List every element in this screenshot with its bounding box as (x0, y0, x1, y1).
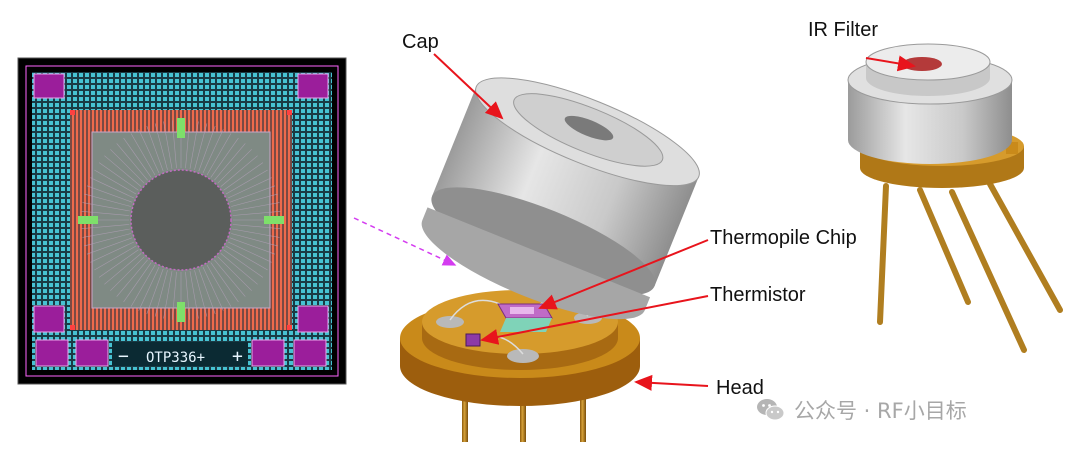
thermocouple-trace (90, 241, 135, 263)
thermocouple-trace (198, 125, 216, 172)
head-callout-arrow (634, 374, 709, 391)
thermocouple-trace (82, 228, 130, 238)
thermocouple-trace (229, 237, 276, 255)
thermocouple-trace (217, 149, 252, 184)
thermocouple-trace (84, 233, 131, 247)
chip-minus-sign: − (118, 346, 129, 367)
thermocouple-trace (172, 271, 177, 320)
thermocouple-trace (232, 202, 280, 212)
thermocouple-trace (214, 143, 246, 181)
thermocouple-trace (232, 211, 281, 216)
thermocouple-trace (123, 262, 152, 303)
thermocouple-trace (104, 253, 142, 285)
thermocouple-trace (81, 211, 130, 216)
thermocouple-trace (130, 264, 156, 307)
thermocouple-trace (223, 249, 264, 278)
thermocouple-trace (82, 202, 130, 212)
thermocouple-trace (232, 224, 281, 229)
thermocouple-trace (194, 270, 208, 317)
thermocouple-trace (110, 149, 145, 184)
thermistor-component (465, 333, 481, 347)
thermocouple-trace (130, 133, 156, 176)
thermocouple-trace (94, 169, 137, 195)
thermocouple-trace (223, 162, 264, 191)
thermocouple-trace (138, 129, 160, 174)
thermocouple-trace (198, 268, 216, 315)
cap-label: Cap (402, 31, 439, 53)
thermocouple-trace (98, 162, 139, 191)
assembled-sensor (847, 43, 1063, 353)
thermocouple-trace (116, 259, 148, 297)
thermistor-callout-arrow (480, 295, 709, 345)
thermocouple-trace (210, 262, 239, 303)
thermocouple-trace (206, 133, 232, 176)
wechat-icon (757, 399, 785, 421)
chip-marking: OTP336+ (146, 350, 205, 366)
thermopile-chip-callout-arrow (538, 239, 709, 310)
thermocouple-trace (94, 245, 137, 271)
thermocouple-trace (172, 120, 177, 169)
watermark: 公众号 · RF小目标 (756, 394, 967, 426)
thermocouple-trace (86, 185, 133, 203)
watermark-text: 公众号 · RF小目标 (794, 399, 967, 423)
ir-filter-label: IR Filter (808, 19, 878, 41)
thermocouple-trace (206, 264, 232, 307)
thermocouple-trace (231, 233, 278, 247)
thermocouple-trace (227, 241, 272, 263)
thermocouple-trace (225, 245, 268, 271)
thermocouple-trace (189, 271, 199, 319)
thermocouple-trace (220, 253, 258, 285)
thermocouple-trace (163, 271, 173, 319)
thermocouple-trace (104, 155, 142, 187)
thermocouple-trace (84, 193, 131, 207)
thermocouple-trace (86, 237, 133, 255)
thermocouple-trace (214, 259, 246, 297)
thermocouple-trace (163, 121, 173, 169)
thermocouple-trace (227, 177, 272, 199)
thermopile-chip-label: Thermopile Chip (710, 227, 857, 249)
thermocouple-trace (202, 266, 224, 311)
thermocouple-trace (194, 123, 208, 170)
thermocouple-trace (98, 249, 139, 278)
to-can-cap (421, 77, 700, 320)
thermocouple-trace (185, 271, 190, 320)
thermocouple-trace (202, 129, 224, 174)
thermocouple-trace (123, 137, 152, 178)
ir-filter-callout-arrow (865, 55, 916, 72)
thermocouple-trace (232, 228, 280, 238)
thermocouple-trace (110, 256, 145, 291)
chip-plus-sign: + (232, 346, 243, 367)
thermocouple-trace (116, 143, 148, 181)
thermocouple-trace (81, 224, 130, 229)
thermocouple-trace (220, 155, 258, 187)
thermopile-chip-layout (17, 57, 347, 385)
thermocouple-trace (138, 266, 160, 311)
thermocouple-trace (229, 185, 276, 203)
thermocouple-trace (225, 169, 268, 195)
thermocouple-trace (217, 256, 252, 291)
thermocouple-trace (185, 120, 190, 169)
dashed-transfer-arrow (353, 217, 457, 266)
cap-callout-arrow (433, 53, 504, 120)
thermocouple-trace (210, 137, 239, 178)
thermocouple-trace (90, 177, 135, 199)
thermocouple-trace (154, 270, 168, 317)
thermocouple-trace (146, 125, 164, 172)
thermistor-label: Thermistor (710, 284, 806, 306)
thermocouple-trace (154, 123, 168, 170)
thermocouple-trace (146, 268, 164, 315)
thermocouple-trace (189, 121, 199, 169)
thermocouple-trace (231, 193, 278, 207)
head-label: Head (716, 377, 764, 399)
